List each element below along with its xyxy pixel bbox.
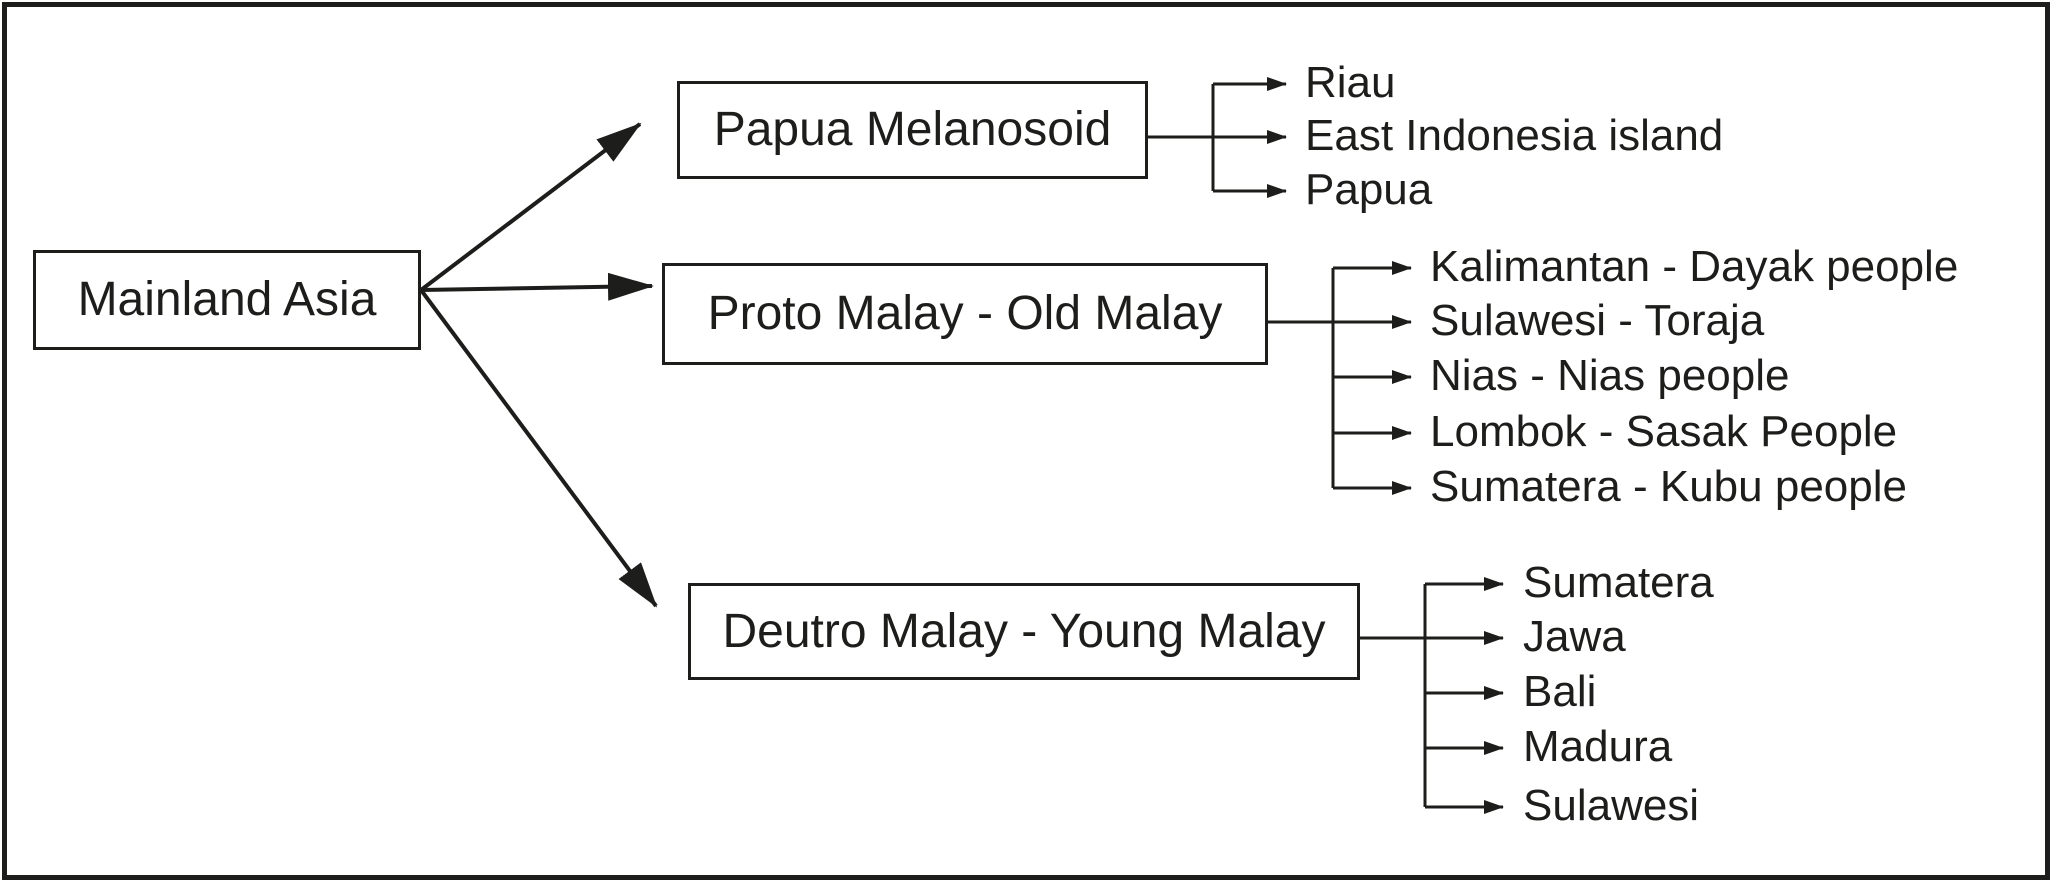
leaf-label: Jawa — [1523, 612, 1626, 662]
bracket-proto-children — [1268, 261, 1412, 495]
arrow-root-to-deutro — [419, 288, 658, 608]
node-label: Mainland Asia — [77, 273, 377, 326]
node-label: Deutro Malay - Young Malay — [722, 604, 1326, 658]
bracket-papua-children — [1148, 77, 1287, 198]
leaf-label: Nias - Nias people — [1430, 351, 1790, 401]
leaf-label: Kalimantan - Dayak people — [1430, 242, 1959, 292]
leaf-label: Riau — [1305, 58, 1396, 108]
bracket-deutro-children — [1360, 577, 1504, 814]
leaf-label: Madura — [1523, 722, 1673, 772]
leaf-label: Sumatera - Kubu people — [1430, 462, 1907, 512]
leaf-label: Sulawesi — [1523, 781, 1700, 831]
node-deutro-malay: Deutro Malay - Young Malay — [688, 583, 1360, 680]
leaf-label: Lombok - Sasak People — [1430, 407, 1898, 457]
arrow-root-to-proto — [420, 272, 654, 301]
leaf-label: Sumatera — [1523, 558, 1714, 608]
node-mainland-asia: Mainland Asia — [33, 250, 421, 350]
node-label: Papua Melanosoid — [713, 103, 1112, 156]
leaf-label: Sulawesi - Toraja — [1430, 296, 1765, 346]
leaf-label: Papua — [1305, 165, 1433, 215]
node-papua-melanosoid: Papua Melanosoid — [677, 81, 1148, 179]
node-proto-malay: Proto Malay - Old Malay — [662, 263, 1268, 365]
node-label: Proto Malay - Old Malay — [707, 287, 1223, 340]
leaf-label: Bali — [1523, 667, 1597, 717]
arrow-root-to-papua — [419, 122, 642, 292]
root-arrows — [419, 122, 658, 608]
leaf-label: East Indonesia island — [1305, 111, 1724, 161]
